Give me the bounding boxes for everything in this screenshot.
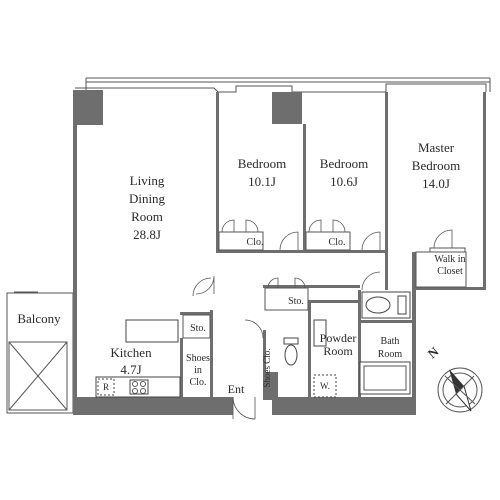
master-label-2: Bedroom [412, 158, 460, 173]
bedroom1-size: 10.1J [248, 174, 276, 189]
powder-label-2: Room [323, 344, 353, 358]
living-size: 28.8J [133, 227, 161, 242]
compass-icon [437, 367, 483, 413]
bedroom2-size: 10.6J [330, 174, 358, 189]
entrance-door [232, 396, 256, 420]
balcony-area [6, 291, 74, 414]
shoes-in-clo-label-3: Clo. [190, 377, 207, 388]
shoes-in-clo-label-2: in [194, 365, 202, 376]
closet-doors [218, 219, 467, 288]
bath-fixtures [313, 291, 411, 398]
powder-room-fixtures [283, 319, 327, 366]
storage-2-label: Sto. [190, 323, 206, 334]
master-label-1: Master [418, 140, 455, 155]
closet-2-label: Clo. [329, 237, 346, 248]
bath-label-2: Room [378, 349, 403, 360]
living-label-2: Dining [129, 191, 166, 206]
shoes-clo-label: Shoes Clo. [262, 348, 272, 387]
living-label-3: Room [131, 209, 163, 224]
balcony-label: Balcony [17, 311, 61, 326]
storage-1-label: Sto. [288, 296, 304, 307]
fridge-label: R [103, 382, 109, 392]
entrance-label: Ent [228, 382, 245, 396]
master-size: 14.0J [422, 176, 450, 191]
walls [73, 83, 487, 415]
living-label-1: Living [130, 173, 165, 188]
top-window-line [85, 77, 491, 92]
compass-north-label: N [425, 343, 442, 361]
living-doors [192, 277, 212, 297]
walkin-label-1: Walk in [434, 254, 465, 265]
powder-label-1: Powder [320, 331, 357, 345]
washer-label: W. [320, 381, 330, 391]
walkin-label-2: Closet [437, 266, 463, 277]
bedroom2-label: Bedroom [320, 156, 368, 171]
kitchen-counter [95, 319, 181, 398]
bath-label-1: Bath [381, 336, 400, 347]
bedroom1-label: Bedroom [238, 156, 286, 171]
shoes-in-clo-label-1: Shoes [186, 353, 210, 364]
closet-1-label: Clo. [247, 237, 264, 248]
kitchen-label: Kitchen [110, 345, 152, 360]
kitchen-size: 4.7J [120, 362, 141, 377]
hall-storage [182, 271, 381, 339]
